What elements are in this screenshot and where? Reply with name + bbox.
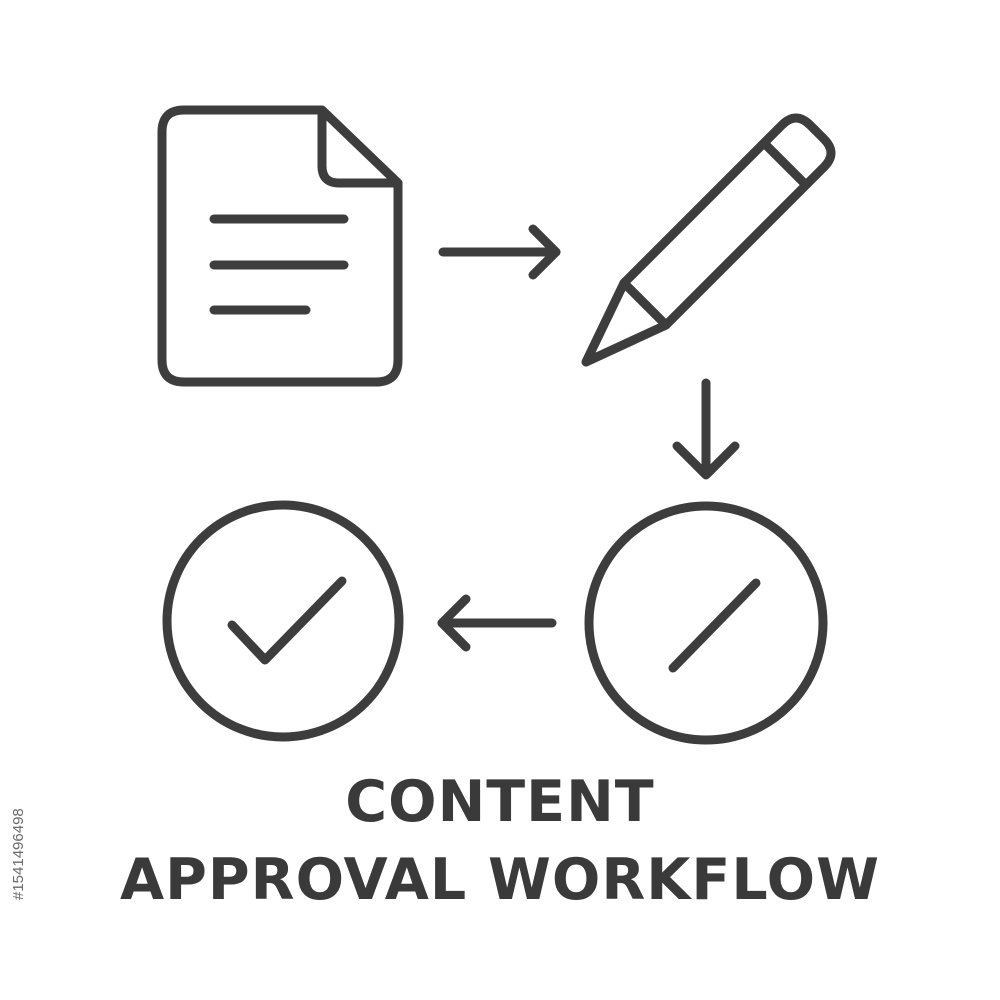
watermark-id: #1541496498 [10, 808, 27, 900]
approved-check-icon [162, 500, 404, 742]
document-icon [157, 105, 403, 387]
pencil-icon [581, 113, 836, 367]
caption-line-1: CONTENT [345, 769, 655, 835]
review-circle-icon [584, 501, 828, 745]
caption-line-2: APPROVAL WORKFLOW [120, 847, 880, 913]
arrow-right-icon [438, 224, 561, 280]
arrow-down-icon [672, 378, 740, 480]
arrow-left-icon [437, 594, 557, 652]
